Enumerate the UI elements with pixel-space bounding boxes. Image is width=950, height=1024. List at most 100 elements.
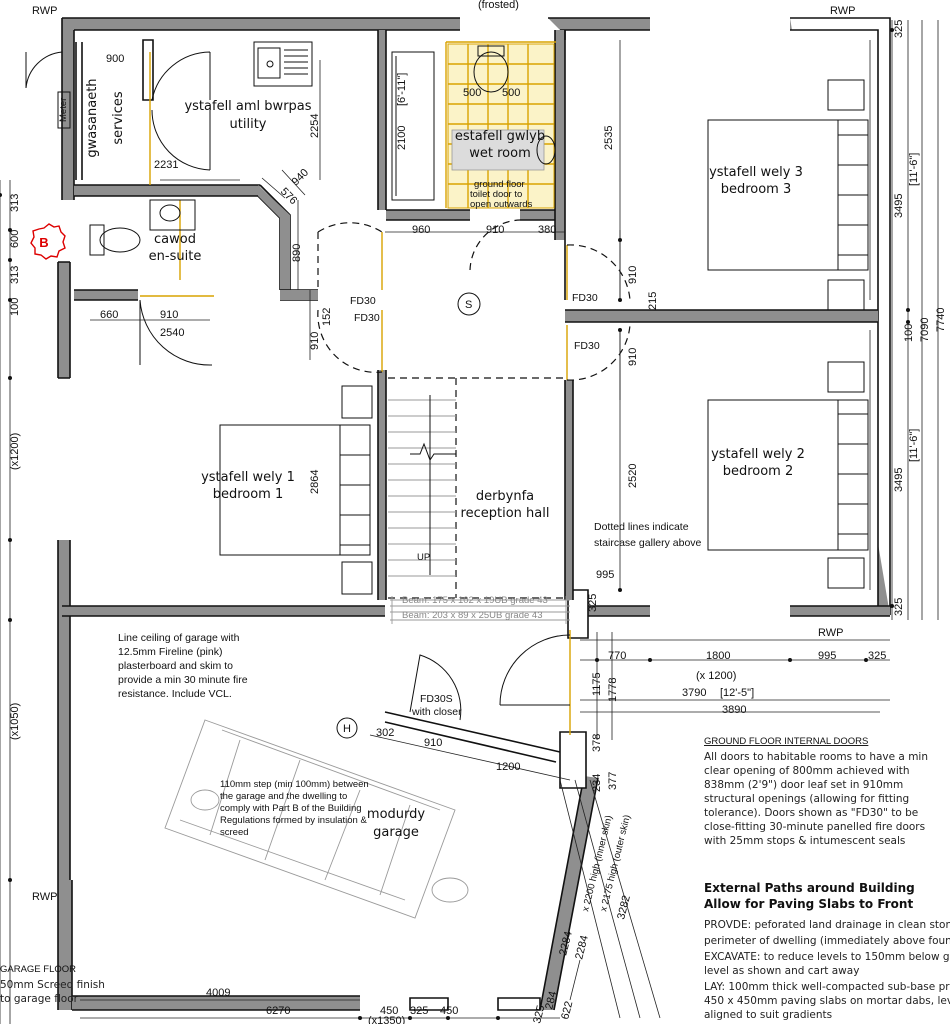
doors-note-line-2: clear opening of 800mm achieved with	[704, 765, 910, 777]
car-outline	[164, 719, 469, 919]
wet-room-tiles	[447, 43, 555, 209]
dim-4009: 4009	[206, 987, 230, 999]
dim-3495a: 3495	[893, 194, 905, 218]
step-note-5: screed	[220, 827, 249, 838]
garage-ceiling-1: Line ceiling of garage with	[118, 632, 240, 644]
frosted-label: (frosted)	[478, 0, 519, 11]
dim-960: 960	[412, 224, 430, 236]
room-bed1-cy: ystafell wely 1	[201, 470, 295, 485]
dim-450a: 450	[380, 1005, 398, 1017]
rwp-label-garage: RWP	[32, 891, 57, 903]
dim-500a: 500	[463, 87, 481, 99]
h-marker: H	[343, 723, 351, 735]
dim-x1350: (x1350)	[368, 1015, 405, 1024]
step-note-3: comply with Part B of the Building	[220, 803, 362, 814]
dim-1175: 1175	[591, 672, 603, 696]
dim-910c: 910	[160, 309, 178, 321]
doors-note-line-1: All doors to habitable rooms to have a m…	[704, 751, 928, 763]
garage-floor-note: GARAGE FLOOR 50mm Screed finish to garag…	[0, 964, 105, 1005]
dim-2254: 2254	[309, 114, 321, 138]
top-labels: RWP (frosted) RWP 325	[32, 0, 905, 38]
dim-3890: 3890	[722, 704, 746, 716]
dim-325b: 325	[893, 598, 905, 616]
dim-910b: 910	[627, 266, 639, 284]
fd30-label-2: FD30	[354, 312, 380, 324]
dim-2284a: 2284	[557, 930, 575, 957]
dim-576: 576	[278, 186, 299, 207]
paths-note-line-2: perimeter of dwelling (immediately above…	[704, 935, 950, 947]
dim-2284b: 2284	[573, 934, 591, 961]
dim-325e: 325	[410, 1005, 428, 1017]
dim-600: 600	[9, 230, 21, 248]
dim-940: 940	[290, 167, 311, 188]
room-hall-en: reception hall	[461, 506, 550, 521]
room-ensuite-cy: cawod	[154, 232, 196, 247]
dim-995a: 995	[596, 569, 614, 581]
room-bed2-cy: ystafell wely 2	[711, 447, 805, 462]
paths-note-line-4: level as shown and cart away	[704, 965, 859, 977]
meter-label: Meter	[58, 98, 69, 122]
room-utility-en: utility	[230, 117, 267, 132]
dim-1200: 1200	[496, 761, 520, 773]
wetroom-note-2: toilet door to	[470, 189, 522, 200]
room-labels: gwasanaeth services ystafell aml bwrpas …	[85, 78, 805, 840]
door-frames	[140, 41, 571, 735]
garage-ceiling-3: plasterboard and skim to	[118, 660, 233, 672]
room-services-cy: gwasanaeth	[85, 78, 100, 157]
room-services-en: services	[111, 91, 126, 145]
fd30-label-3: FD30	[572, 292, 598, 304]
b-marker: B	[39, 235, 48, 250]
dim-995b: 995	[818, 650, 836, 662]
dimension-lines	[0, 20, 939, 1024]
dim-3282: 3282	[615, 894, 633, 921]
dim-325c: 325	[587, 594, 599, 612]
dim-x1200-left: (x1200)	[9, 433, 21, 470]
dim-116a: [11'-6"]	[908, 153, 920, 186]
stair-up-label: UP	[417, 552, 430, 563]
paths-note-line-7: aligned to suit gradients	[704, 1009, 832, 1021]
room-ensuite-en: en-suite	[149, 249, 202, 264]
beds	[219, 79, 869, 595]
room-bed3-en: bedroom 3	[721, 182, 792, 197]
paths-note-line-1: PROVDE: peforated land drainage in clean…	[704, 919, 950, 931]
paths-note-line-3: EXCAVATE: to reduce levels to 150mm belo…	[704, 951, 950, 963]
dim-2864: 2864	[309, 470, 321, 494]
dim-660: 660	[100, 309, 118, 321]
paths-note-line-5: LAY: 100mm thick well-compacted sub-base…	[704, 981, 950, 993]
door-swings	[25, 51, 631, 721]
garage-floor-line-1: 50mm Screed finish	[0, 979, 105, 991]
gallery-note-1: Dotted lines indicate	[594, 521, 689, 533]
dim-2231: 2231	[154, 159, 178, 171]
rwp-label-top-left: RWP	[32, 5, 57, 17]
paths-note-line-6: 450 x 450mm paving slabs on mortar dabs,…	[704, 995, 950, 1007]
dim-7740: 7740	[935, 308, 947, 332]
gallery-note-2: staircase gallery above	[594, 537, 702, 549]
doors-note-line-7: with 25mm stops & intumescent seals	[704, 835, 905, 847]
rwp-label-mid: RWP	[818, 627, 843, 639]
dim-152: 152	[321, 308, 333, 326]
dim-2540: 2540	[160, 327, 184, 339]
doors-note-line-3: 838mm (2'9") door leaf set in 910mm	[704, 779, 903, 791]
dim-6270: 6270	[266, 1005, 290, 1017]
dim-2520: 2520	[627, 464, 639, 488]
dim-377: 377	[607, 772, 619, 790]
doors-note: GROUND FLOOR INTERNAL DOORS All doors to…	[704, 736, 928, 847]
staircase	[388, 377, 570, 624]
dim-x1200-bottom: (x 1200)	[696, 670, 736, 682]
dim-313a: 313	[9, 194, 21, 212]
step-note-2: the garage and the dwelling to	[220, 791, 347, 802]
room-wetroom-cy: estafell gwlyb	[455, 129, 545, 144]
dim-1778: 1778	[607, 678, 619, 702]
dim-325d: 325	[868, 650, 886, 662]
paths-note-title-1: External Paths around Building	[704, 881, 915, 895]
doors-note-title: GROUND FLOOR INTERNAL DOORS	[704, 736, 868, 747]
dim-3495b: 3495	[893, 468, 905, 492]
paths-note: External Paths around Building Allow for…	[704, 881, 950, 1021]
garage-floor-line-2: to garage floor	[0, 993, 79, 1005]
beam-label-1: Beam: 175 x 102 x 19UB grade 43	[402, 595, 548, 606]
dim-125: [12'-5"]	[720, 687, 754, 699]
step-note-4: Regulations formed by insulation &	[220, 815, 367, 826]
wetroom-note-1: ground floor	[474, 179, 525, 190]
dim-7090: 7090	[919, 318, 931, 342]
